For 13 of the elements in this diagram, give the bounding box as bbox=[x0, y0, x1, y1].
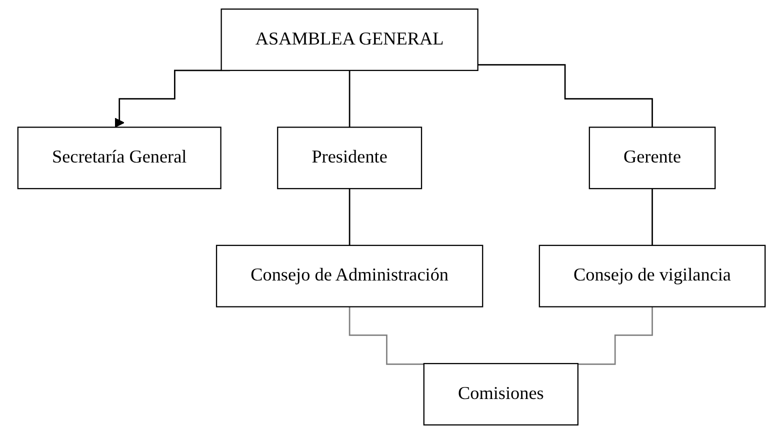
connector bbox=[652, 188, 653, 246]
node-box: Secretaría General bbox=[17, 126, 222, 190]
connector bbox=[348, 70, 350, 128]
connector bbox=[348, 188, 350, 246]
node-box: Consejo de vigilancia bbox=[538, 244, 766, 308]
node-box: Presidente bbox=[277, 126, 422, 190]
node-box: Gerente bbox=[588, 126, 716, 190]
node-box: Consejo de Administración bbox=[216, 244, 484, 308]
connector bbox=[578, 306, 653, 365]
node-box: ASAMBLEA GENERAL bbox=[220, 8, 478, 71]
node-box: Comisiones bbox=[423, 363, 578, 426]
connector bbox=[478, 64, 653, 128]
connector bbox=[348, 306, 424, 365]
